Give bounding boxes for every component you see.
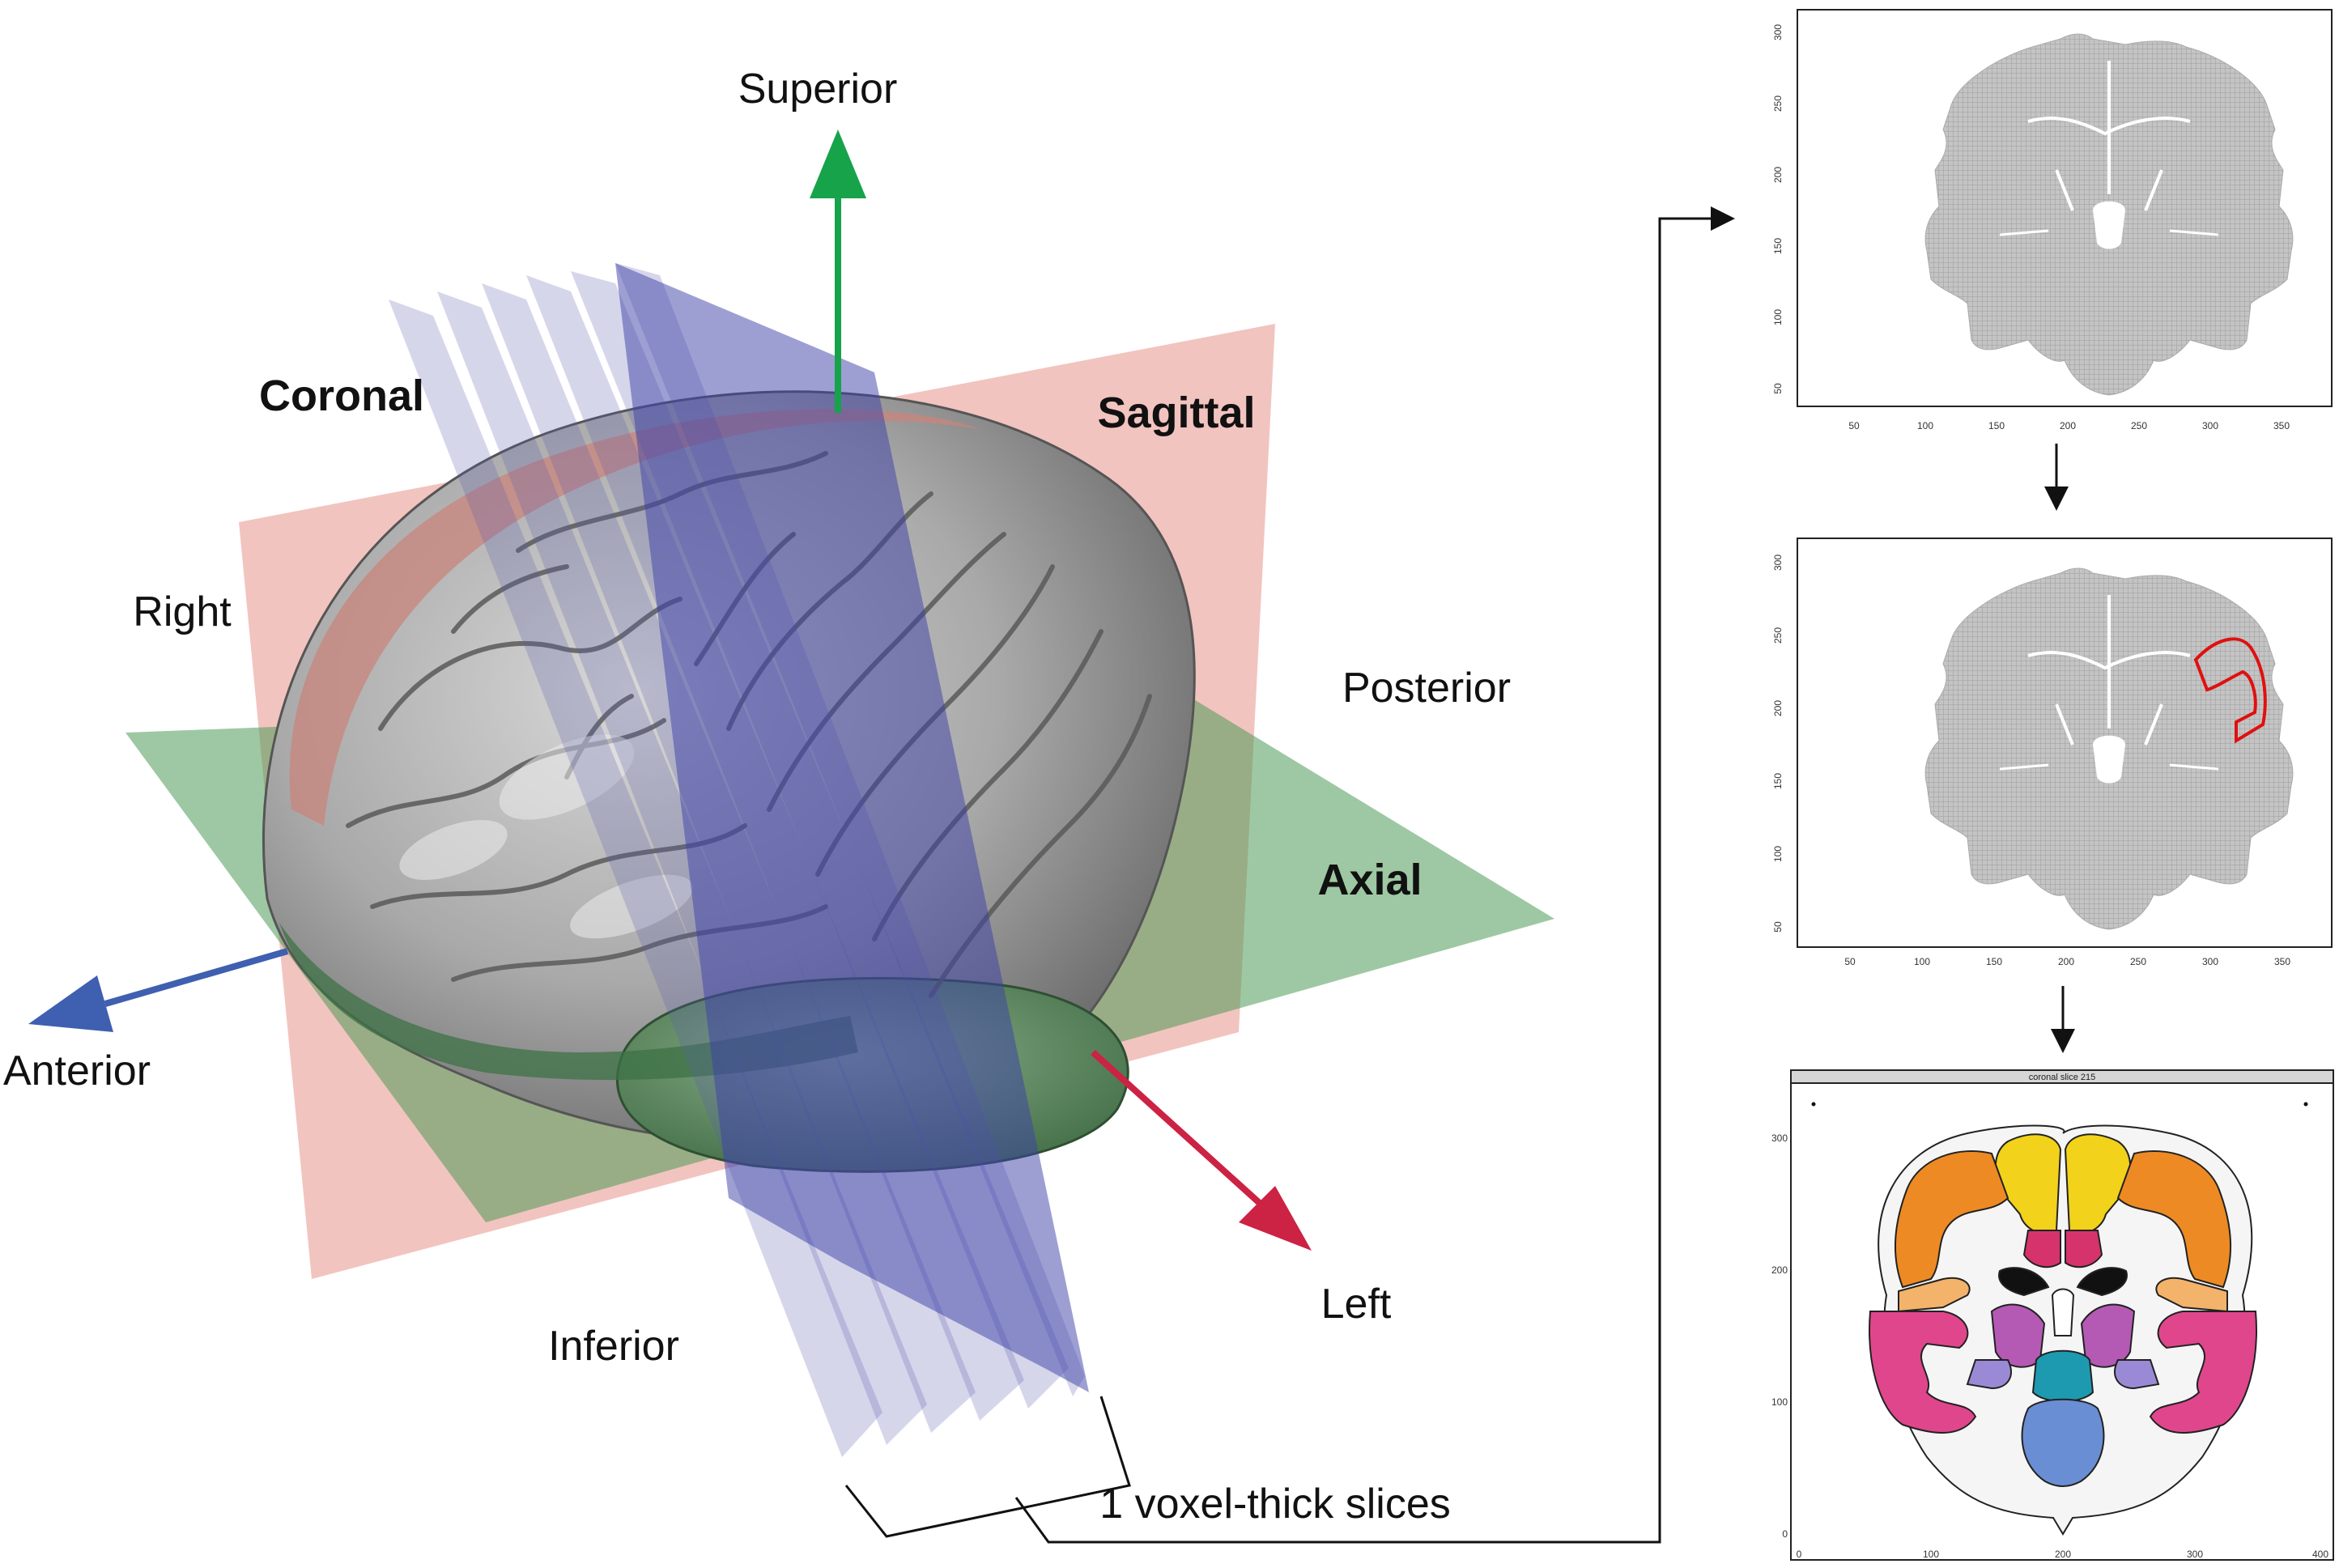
x-tick-label: 250: [2131, 420, 2147, 431]
y-tick-label: 250: [1772, 627, 1784, 644]
x-tick-label: 300: [2202, 956, 2218, 967]
y-tick-label: 200: [1772, 167, 1784, 183]
roi-outline: [2193, 637, 2267, 744]
right-label: Right: [133, 589, 232, 635]
y-tick-label: 100: [1771, 1396, 1788, 1408]
coronal-voxel-slice: [1924, 567, 2294, 930]
panel1-x-axis: 50 100 150 200 250 300 350: [1848, 420, 2290, 431]
anterior-label: Anterior: [3, 1047, 151, 1094]
panel3-x-axis: 0 100 200 300 400: [1797, 1549, 2329, 1560]
y-tick-label: 250: [1772, 96, 1784, 112]
inferior-label: Inferior: [548, 1323, 679, 1370]
x-tick-label: 300: [2202, 420, 2218, 431]
coronal-label: Coronal: [259, 372, 424, 420]
x-tick-label: 100: [1923, 1549, 1939, 1560]
y-tick-label: 200: [1772, 700, 1784, 716]
superior-label: Superior: [738, 66, 898, 113]
roi-slice-panel: 300 250 200 150 100 50 50 100 150 200 25…: [1772, 538, 2333, 967]
y-tick-label: 0: [1782, 1528, 1788, 1540]
left-label: Left: [1321, 1281, 1392, 1328]
y-tick-label: 300: [1771, 1132, 1788, 1144]
sagittal-label: Sagittal: [1097, 389, 1255, 437]
y-tick-label: 50: [1772, 383, 1784, 394]
anterior-arrow: [28, 948, 289, 1032]
parcellation-panel: coronal slice 215: [1771, 1069, 2334, 1561]
x-tick-label: 250: [2130, 956, 2146, 967]
x-tick-label: 50: [1848, 420, 1860, 431]
y-tick-label: 150: [1772, 238, 1784, 254]
x-tick-label: 150: [1988, 420, 2005, 431]
x-tick-label: 350: [2274, 956, 2290, 967]
x-tick-label: 300: [2187, 1549, 2203, 1560]
x-tick-label: 200: [2060, 420, 2076, 431]
panel3-y-axis: 300 200 100 0: [1771, 1132, 1788, 1540]
voxel-slice-panel: 300 250 200 150 100 50 50 100 150 200 25…: [1772, 9, 2333, 431]
y-tick-label: 300: [1772, 555, 1784, 571]
x-tick-label: 400: [2312, 1549, 2328, 1560]
x-tick-label: 50: [1844, 956, 1856, 967]
x-tick-label: 100: [1917, 420, 1933, 431]
y-tick-label: 100: [1772, 846, 1784, 862]
x-tick-label: 0: [1797, 1549, 1802, 1560]
slice-bracket: [844, 206, 1735, 1544]
posterior-label: Posterior: [1342, 665, 1511, 712]
panel1-y-axis: 300 250 200 150 100 50: [1772, 24, 1784, 394]
left-arrow: [1091, 1050, 1312, 1251]
x-tick-label: 150: [1986, 956, 2002, 967]
x-tick-label: 350: [2273, 420, 2290, 431]
x-tick-label: 200: [2058, 956, 2074, 967]
panel-title-strip: [1790, 1069, 2334, 1084]
slices-label: 1 voxel-thick slices: [1099, 1481, 1450, 1528]
x-tick-label: 200: [2055, 1549, 2071, 1560]
y-tick-label: 100: [1772, 309, 1784, 325]
coronal-slices: [389, 263, 1089, 1457]
superior-arrow: [810, 130, 866, 413]
coronal-plane: [615, 263, 1089, 1392]
parcellated-coronal-slice: [1869, 1124, 2257, 1536]
x-tick-label: 100: [1914, 956, 1930, 967]
brain-scene: Superior Inferior Anterior Posterior Lef…: [3, 66, 1735, 1544]
axial-label: Axial: [1317, 856, 1422, 904]
coronal-voxel-slice: [1924, 33, 2294, 396]
y-tick-label: 50: [1772, 921, 1784, 933]
y-tick-label: 150: [1772, 773, 1784, 789]
panel2-y-axis: 300 250 200 150 100 50: [1772, 555, 1784, 933]
y-tick-label: 300: [1772, 24, 1784, 40]
y-tick-label: 200: [1771, 1264, 1788, 1276]
panel2-x-axis: 50 100 150 200 250 300 350: [1844, 956, 2290, 967]
panel-title: coronal slice 215: [2029, 1073, 2096, 1082]
